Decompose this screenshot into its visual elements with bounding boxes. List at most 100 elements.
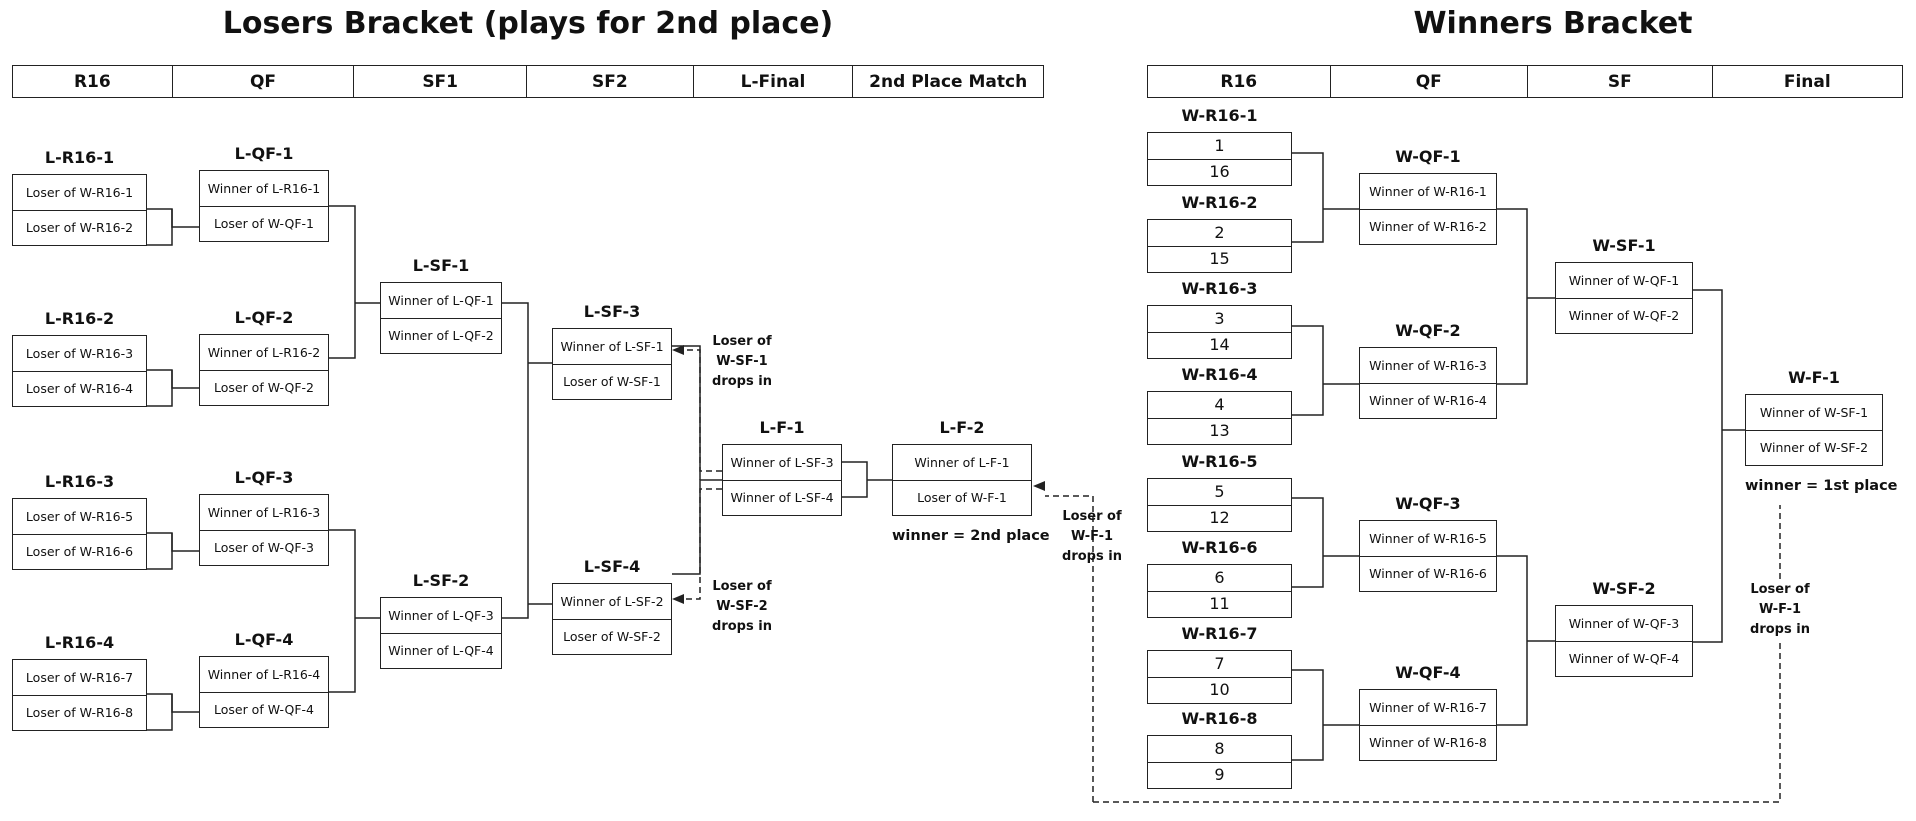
match-id-label: W-R16-7 [1181, 624, 1258, 643]
match-id-label: L-F-1 [759, 418, 805, 437]
losers-round-header: R16 QF SF1 SF2 L-Final 2nd Place Match [12, 65, 1044, 98]
match-slot: Winner of L-R16-1 [207, 180, 321, 196]
note-line: drops in [712, 619, 772, 634]
connector [329, 529, 356, 693]
drop-in-note-w-f-1-left: Loser of W-F-1 drops in [1050, 507, 1134, 567]
dashed-drop-line [684, 349, 722, 472]
connector [147, 208, 199, 228]
match-slot: 12 [1148, 504, 1291, 531]
match-slot: 1 [1214, 136, 1225, 156]
round-header-2nd-place: 2nd Place Match [869, 71, 1028, 92]
match-id-label: L-QF-1 [234, 144, 294, 163]
match-id-label: W-R16-3 [1181, 279, 1258, 298]
match-slot: Loser of W-R16-1 [25, 184, 134, 200]
match-slot: Winner of L-QF-3 [388, 607, 494, 623]
drop-in-note-w-sf-1: Loser of W-SF-1 drops in [700, 332, 784, 392]
connector [1497, 208, 1528, 385]
match-slot: Winner of W-R16-6 [1360, 555, 1496, 591]
match-slot: Loser of W-R16-3 [25, 345, 134, 361]
connector [147, 370, 173, 407]
winners-round-header: R16 QF SF Final [1147, 65, 1903, 98]
note-line: W-F-1 [1070, 529, 1114, 544]
note-line: Loser of [1750, 582, 1810, 597]
round-header-qf: QF [1331, 66, 1528, 97]
match-slot: 2 [1214, 223, 1225, 243]
match-id-label: L-QF-4 [234, 630, 294, 649]
match-slot: Winner of W-QF-3 [1568, 615, 1680, 631]
connector [147, 532, 199, 552]
match-slot: Winner of W-SF-2 [1746, 429, 1882, 465]
match-id-label: L-QF-3 [234, 468, 294, 487]
match-slot: 10 [1148, 676, 1291, 703]
dashed-drop-line [1045, 495, 1094, 802]
match-slot: Loser of W-R16-8 [13, 694, 146, 730]
round-header-sf2: SF2 [527, 66, 694, 97]
second-place-note: winner = 2nd place [892, 528, 1050, 544]
match-id-label: L-R16-1 [44, 148, 115, 167]
match-slot: Loser of W-R16-4 [13, 370, 146, 406]
match-id-label: W-QF-1 [1395, 147, 1461, 166]
match-id-label: L-SF-4 [583, 557, 641, 576]
connector [147, 533, 173, 570]
match-id-label: W-QF-2 [1395, 321, 1461, 340]
match-slot: Winner of W-R16-7 [1369, 699, 1487, 715]
connector [842, 461, 868, 498]
match-slot: Loser of W-SF-1 [553, 363, 671, 399]
match-id-label: W-SF-1 [1592, 236, 1656, 255]
match-id-label: W-R16-8 [1181, 709, 1258, 728]
match-slot: Loser of W-QF-2 [200, 369, 328, 405]
connector [147, 693, 199, 713]
match-id-label: W-QF-3 [1395, 494, 1461, 513]
connector [147, 694, 173, 731]
connector [1292, 152, 1324, 243]
first-place-note: winner = 1st place [1745, 478, 1898, 494]
match-slot: Winner of W-R16-1 [1369, 183, 1487, 199]
note-line: W-SF-1 [716, 354, 768, 369]
connector [1292, 669, 1324, 761]
match-id-label: W-R16-2 [1181, 193, 1258, 212]
match-slot: Winner of W-QF-1 [1568, 272, 1680, 288]
note-line: drops in [1750, 622, 1810, 637]
round-header-final: Final [1783, 71, 1831, 92]
connector [147, 209, 173, 246]
match-slot: Loser of W-R16-2 [13, 209, 146, 245]
match-slot: Winner of L-F-1 [914, 454, 1010, 470]
connector [1693, 289, 1723, 643]
note-line: Loser of [712, 579, 772, 594]
match-slot: Winner of W-SF-1 [1759, 404, 1869, 420]
match-slot: Winner of W-R16-4 [1360, 382, 1496, 418]
round-header-sf: SF [1528, 66, 1713, 97]
note-line: drops in [1062, 549, 1122, 564]
match-slot: Winner of W-QF-4 [1556, 640, 1692, 676]
